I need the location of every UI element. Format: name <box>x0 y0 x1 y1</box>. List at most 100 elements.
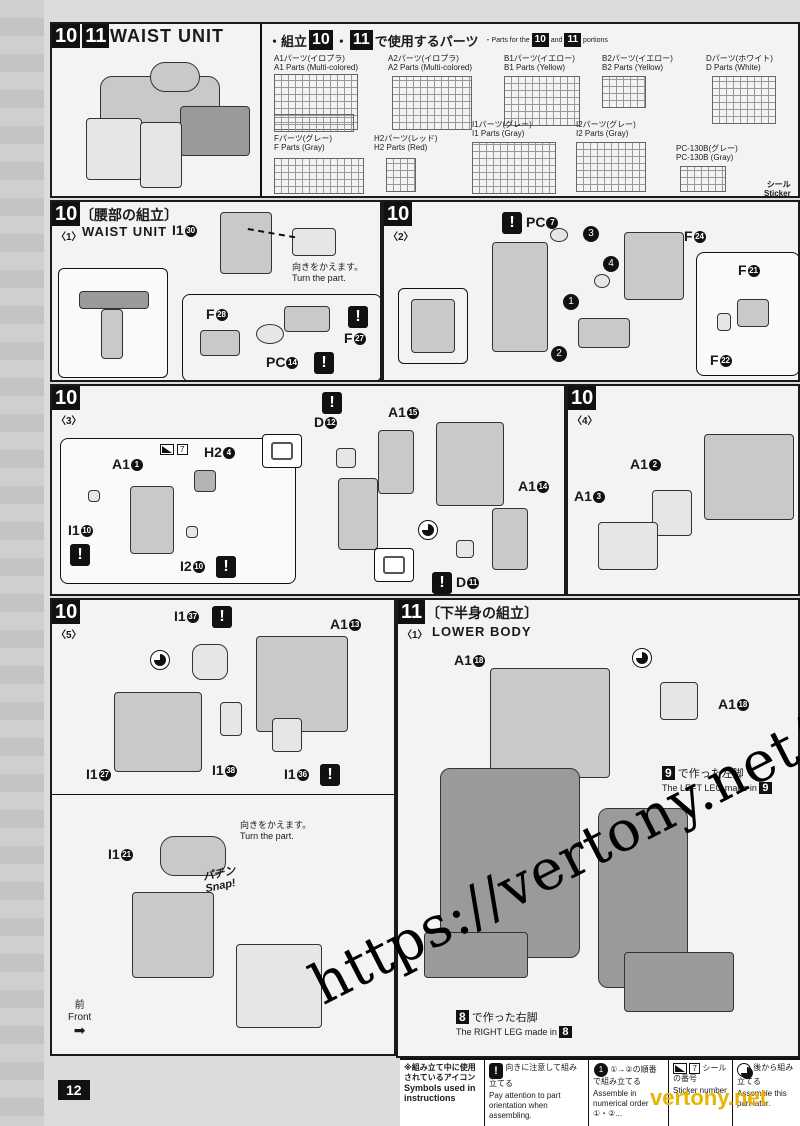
step-number: 11 <box>564 33 582 47</box>
parts-heading-text: ・組立 <box>268 33 308 49</box>
waist-unit-illustration <box>80 56 250 194</box>
step-substep: 〈2〉 <box>388 232 414 243</box>
turn-note: 向きをかえます。Turn the part. <box>292 262 364 283</box>
runner-b1 <box>504 76 580 126</box>
runner-pc130b <box>680 166 726 192</box>
part-hip-joint <box>578 318 630 348</box>
part-waist-block <box>492 242 548 352</box>
page-number: 12 <box>58 1080 90 1100</box>
sticker-ref: 7 <box>160 444 188 455</box>
left-leg-note: 9 で作った左脚 The LEFT LEG made in 9 <box>662 766 772 795</box>
turn-note: 向きをかえます。Turn the part. <box>240 820 312 841</box>
attention-icon: ! <box>489 1063 503 1079</box>
parts-heading-en: ・Parts for the <box>484 37 530 44</box>
attention-icon: ! <box>432 572 452 594</box>
detail-frame <box>696 252 798 376</box>
part-f-27 <box>284 306 330 332</box>
attention-icon: ! <box>216 556 236 578</box>
step-number: 10 <box>52 386 81 410</box>
step-title-en: WAIST UNIT <box>82 224 168 239</box>
part-i2-10 <box>186 526 198 538</box>
runner-a2 <box>392 76 472 130</box>
assemble-later-icon <box>418 520 438 540</box>
step-substep: 〈5〉 <box>56 630 82 641</box>
runner-b2 <box>602 76 646 108</box>
page-title: WAIST UNIT <box>110 26 224 46</box>
step-title-jp: 〔下半身の組立〕 <box>426 605 538 621</box>
assemble-later-icon <box>737 1063 753 1079</box>
step-substep: 〈1〉 <box>402 630 428 641</box>
watermark-small: vertony.net <box>650 1085 767 1110</box>
parts-used-heading: ・組立 10 ・ 11 で使用するパーツ ・Parts for the 10 a… <box>268 30 608 50</box>
step-substep: 〈3〉 <box>56 416 82 427</box>
step-title-en: LOWER BODY <box>432 624 532 639</box>
part-i1-37 <box>192 644 228 680</box>
step-badge: 10 <box>52 202 81 226</box>
runner-f <box>274 114 354 132</box>
part-waist-assembled <box>490 668 610 778</box>
waist-frame-reference <box>58 268 168 378</box>
runner-label-a1: A1パーツ(イロプラ)A1 Parts (Multi-colored) <box>274 54 359 72</box>
orientation-detail-d12 <box>262 434 302 468</box>
part-waist-joint <box>292 228 336 256</box>
step-number: 10 <box>309 30 333 50</box>
step-badge: 10 <box>568 386 597 410</box>
parts-heading-text: で使用するパーツ <box>374 33 479 49</box>
order-3: 3 <box>583 226 599 242</box>
step-badge: 11 <box>398 600 426 624</box>
sub-assembly-frame <box>60 438 296 584</box>
step-number: 10 <box>52 600 81 624</box>
attention-icon: ! <box>502 212 522 234</box>
part-i1-21 <box>160 836 226 876</box>
order-2: 2 <box>551 346 567 362</box>
step-number: 10 <box>568 386 597 410</box>
runner-label-d: Dパーツ(ホワイト)D Parts (White) <box>706 54 773 72</box>
runner-f-body <box>274 158 364 194</box>
part-pc-7-a <box>550 228 568 242</box>
order-1: 1 <box>563 294 579 310</box>
parts-heading-en: and <box>550 36 563 44</box>
runner-label-b2: B2パーツ(イエロー)B2 Parts (Yellow) <box>602 54 673 72</box>
part-i1-38 <box>220 702 242 736</box>
part-d11 <box>456 540 474 558</box>
part-i1-10 <box>88 490 100 502</box>
step-number: 11 <box>82 24 110 48</box>
part-front-armor <box>236 944 322 1028</box>
parts-heading-text: ・ <box>334 33 348 49</box>
assemble-later-icon <box>632 648 652 668</box>
turn-area-frame <box>182 294 380 380</box>
part-i1-36 <box>272 718 302 752</box>
runner-label-f: Fパーツ(グレー)F Parts (Gray) <box>274 134 333 152</box>
orientation-detail-d11 <box>374 548 414 582</box>
runner-label-b1: B1パーツ(イエロー)B1 Parts (Yellow) <box>504 54 575 72</box>
attention-icon: ! <box>212 606 232 628</box>
part-hip-block <box>132 892 214 978</box>
header-step-badge: 10 11 <box>52 24 110 48</box>
part-a1-14 <box>492 508 528 570</box>
runner-label-a2: A2パーツ(イロプラ)A2 Parts (Multi-colored) <box>388 54 473 72</box>
part-waist-core <box>436 422 504 506</box>
right-leg-note: 8 で作った右脚 The RIGHT LEG made in 8 <box>456 1010 572 1039</box>
